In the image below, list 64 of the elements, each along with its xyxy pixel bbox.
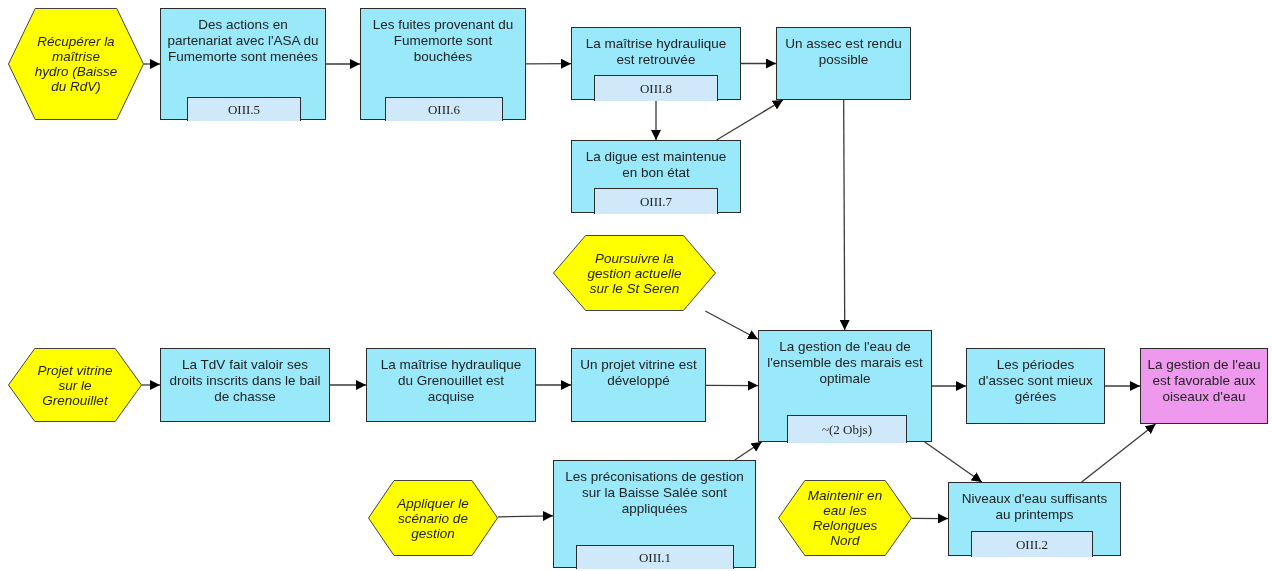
arrow	[839, 99, 850, 331]
arrow	[1081, 423, 1157, 483]
arrow	[734, 441, 763, 461]
arrow	[1104, 381, 1141, 391]
result-text: Un projet vitrine est développé	[579, 357, 698, 389]
code-tag	[187, 97, 301, 121]
result-box	[966, 348, 1105, 424]
objective-code: ~(2 Objs)	[822, 421, 872, 438]
objective-code: OIII.1	[638, 549, 672, 566]
result-box	[1140, 348, 1268, 424]
objective-text: Maintenir en eau les Relongues Nord	[806, 488, 884, 548]
result-text: La maîtrise hydraulique est retrouvée	[584, 36, 728, 68]
code-tag	[787, 415, 907, 443]
arrow	[325, 59, 361, 69]
arrow	[705, 380, 759, 391]
result-box	[160, 8, 326, 120]
result-box	[571, 348, 706, 422]
arrow	[704, 310, 759, 340]
result-text: Les périodes d'assec sont mieux gérées	[977, 357, 1094, 405]
objective-code: OIII.7	[639, 193, 673, 210]
code-tag	[576, 545, 734, 569]
result-box	[160, 348, 330, 422]
result-box	[571, 140, 741, 213]
arrow	[141, 380, 161, 390]
result-text: La TdV fait valoir ses droits inscrits dans le bail de chasse	[168, 357, 322, 405]
arrow	[143, 59, 161, 69]
objective-text: Récupérer la maîtrise hydro (Baisse du RdV)	[34, 34, 118, 94]
result-box	[571, 27, 741, 100]
arrow	[924, 441, 983, 483]
objective-code: OIII.5	[227, 101, 261, 118]
objective-code: OIII.2	[1015, 536, 1049, 553]
code-tag	[971, 531, 1093, 557]
result-box	[553, 460, 756, 568]
objective-text: Projet vitrine sur le Grenouillet	[36, 362, 114, 408]
result-text: Les fuites provenant du Fumemorte sont bouchées	[371, 17, 515, 65]
arrow	[651, 99, 661, 141]
result-text: La gestion de l'eau est favorable aux oiseaux d'eau	[1147, 357, 1261, 405]
result-box	[948, 482, 1121, 556]
result-text: La maîtrise hydraulique du Grenouillet est acquise	[379, 357, 523, 405]
objective-code: OIII.8	[639, 80, 673, 97]
arrow	[740, 58, 777, 69]
arrow	[535, 380, 572, 390]
arrow	[715, 99, 784, 141]
result-text: La digue est maintenue en bon état	[584, 149, 728, 181]
result-box	[360, 8, 526, 120]
arrow	[911, 513, 949, 524]
objective-text: Appliquer le scénario de gestion	[396, 495, 470, 541]
arrow	[497, 511, 554, 521]
result-text: Niveaux d'eau suffisants au printemps	[960, 491, 1109, 523]
result-text: Des actions en partenariat avec l'ASA du Fumemorte sont menées	[167, 17, 319, 65]
objective-text: Poursuivre la gestion actuelle sur le St Seren	[586, 250, 683, 296]
arrow	[525, 58, 572, 69]
result-text: La gestion de l'eau de l'ensemble des marais est optimale	[766, 339, 924, 387]
result-text: Les préconisations de gestion sur la Baisse Salée sont appliquées	[564, 469, 745, 517]
code-tag	[594, 75, 718, 101]
code-tag	[594, 188, 718, 214]
arrow	[329, 380, 367, 390]
objective-code: OIII.6	[427, 101, 461, 118]
result-box	[758, 330, 932, 442]
result-box	[776, 27, 911, 100]
result-text: Un assec est rendu possible	[784, 36, 903, 68]
result-box	[366, 348, 536, 422]
arrow	[931, 381, 967, 391]
code-tag	[385, 97, 503, 121]
